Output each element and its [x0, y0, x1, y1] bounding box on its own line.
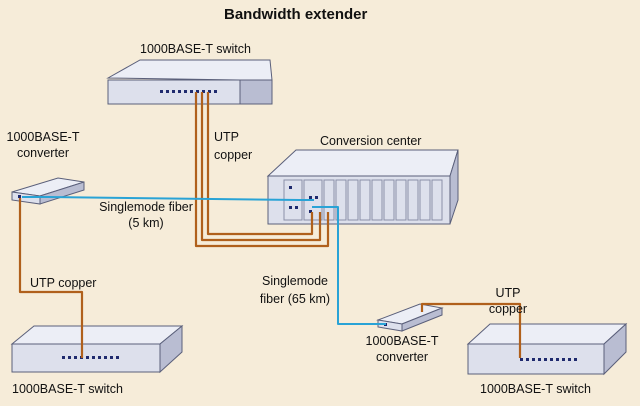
utp-top-label-line1: UTP — [214, 130, 239, 144]
bottom-left-switch — [10, 324, 184, 374]
bottom-right-switch-label: 1000BASE-T switch — [480, 382, 591, 396]
top-switch — [106, 59, 273, 105]
top-switch-ports — [160, 90, 217, 93]
left-converter-label-line1: 1000BASE-T — [6, 130, 80, 144]
copper-cable-top-2 — [200, 92, 322, 242]
top-switch-label: 1000BASE-T switch — [140, 42, 251, 56]
right-converter — [376, 303, 444, 332]
right-converter-side — [401, 307, 443, 332]
fiber-left-label-line1: Singlemode fiber — [99, 200, 193, 214]
top-switch-side — [239, 79, 273, 105]
fiber-cable-right — [312, 206, 386, 325]
fiber-right-label-line1: Singlemode — [261, 274, 328, 288]
fiber-left-label-line2: (5 km) — [128, 216, 164, 230]
fiber-right-label-line2: fiber (65 km) — [259, 292, 331, 306]
conversion-center-ports — [289, 186, 318, 213]
copper-cable-left — [18, 198, 84, 358]
bottom-right-switch — [466, 322, 628, 376]
bottom-left-switch-label: 1000BASE-T switch — [12, 382, 123, 396]
left-converter — [11, 177, 85, 205]
copper-cable-top-1 — [194, 92, 330, 248]
diagram-title: Bandwidth extender — [224, 6, 368, 23]
conversion-center-label: Conversion center — [320, 134, 422, 148]
copper-cable-top-3 — [206, 92, 314, 236]
fiber-cables — [22, 196, 386, 325]
left-converter-side — [39, 181, 85, 205]
utp-left-label: UTP copper — [30, 276, 97, 290]
top-switch-top — [106, 59, 273, 81]
bottom-left-switch-top — [10, 325, 184, 345]
bottom-right-switch-ports — [520, 358, 577, 361]
copper-cable-right — [420, 302, 522, 358]
right-converter-label-line1: 1000BASE-T — [365, 334, 439, 348]
bottom-right-switch-front — [467, 343, 605, 375]
fiber-cable-left — [22, 196, 314, 201]
left-converter-label-line2: converter — [16, 146, 70, 160]
conversion-center-top — [266, 149, 459, 177]
conversion-center — [266, 149, 459, 225]
right-converter-label-line2: converter — [375, 350, 429, 364]
utp-right-label-line1: UTP — [495, 286, 521, 300]
bottom-right-switch-top — [466, 323, 628, 345]
utp-top-label-line2: copper — [214, 148, 253, 162]
copper-cables — [18, 92, 522, 358]
utp-right-label-line2: copper — [488, 302, 528, 316]
